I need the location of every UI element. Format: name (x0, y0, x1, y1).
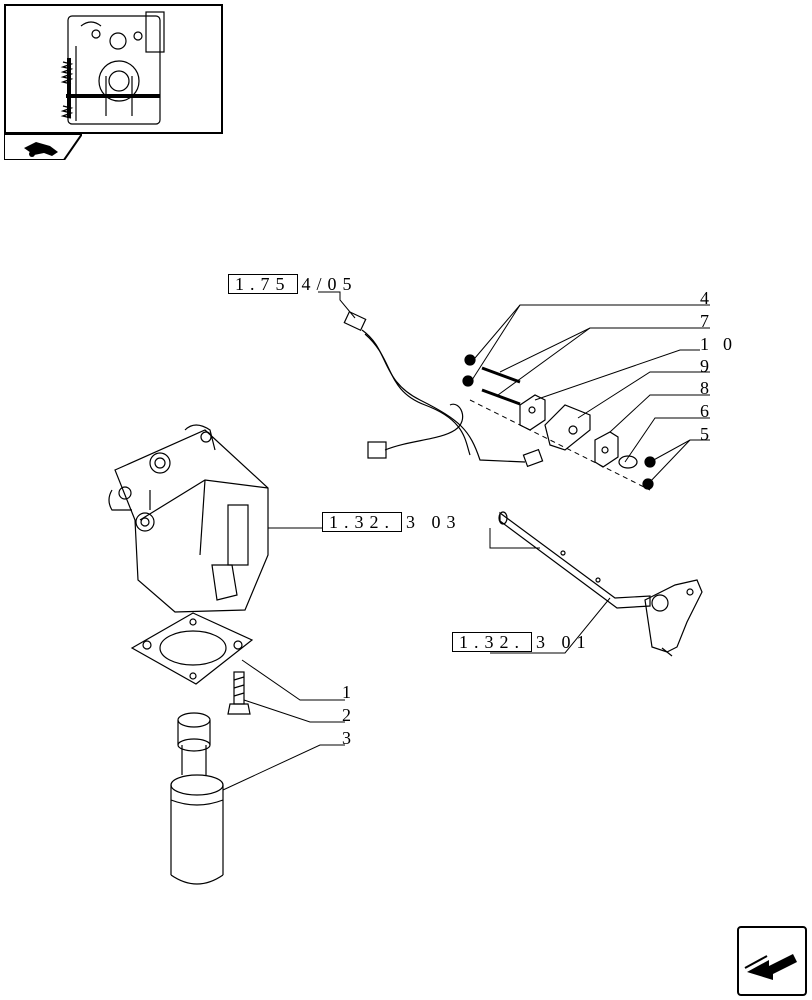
piston (170, 712, 224, 885)
assembly-thumbnail (4, 4, 223, 134)
callout-8: 8 (700, 378, 709, 398)
highlight-spring (67, 58, 71, 118)
callout-5: 5 (700, 424, 709, 444)
wiring-harness (343, 310, 544, 468)
callout-4: 4 (700, 288, 709, 308)
highlight-bar (66, 94, 160, 98)
engine-thumbnail-icon (60, 11, 165, 125)
reference-section: 1.32. (452, 632, 532, 652)
valve-body (108, 424, 269, 613)
reference-link[interactable]: 1.32.3 01 (452, 632, 592, 652)
callout-1: 1 (342, 682, 351, 702)
leader-lines (222, 291, 710, 791)
reference-page: 3 01 (536, 632, 592, 652)
callout-7: 7 (700, 311, 709, 331)
reference-section: 1.32. (322, 512, 402, 532)
screw (227, 671, 251, 715)
reference-page: 3 03 (406, 512, 462, 532)
control-rod (498, 511, 703, 657)
callout-10: 10 (700, 334, 746, 354)
reference-link[interactable]: 1.32.3 03 (322, 512, 462, 532)
sensor-assembly (462, 354, 656, 491)
reference-page: 4/05 (301, 274, 358, 294)
next-page-arrow-icon (744, 954, 797, 980)
thumbnail-tab (4, 134, 82, 160)
next-page-button[interactable] (737, 926, 807, 996)
callout-3: 3 (342, 728, 351, 748)
callout-9: 9 (700, 356, 709, 376)
callout-2: 2 (342, 705, 351, 725)
reference-section: 1.75 (228, 274, 298, 294)
callout-6: 6 (700, 401, 709, 421)
callout-group: 4 7 10 9 8 6 5 1 2 3 (342, 288, 746, 748)
tractor-icon (24, 142, 58, 157)
gasket (130, 612, 254, 685)
